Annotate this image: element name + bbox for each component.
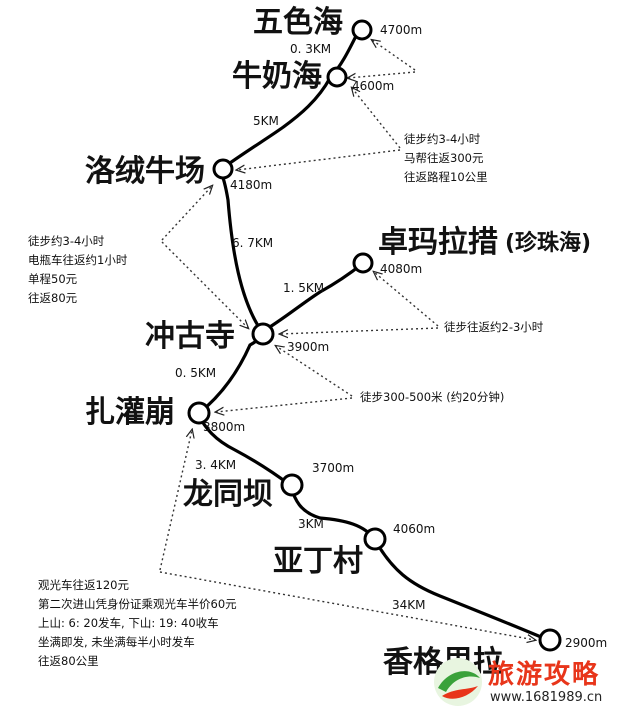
note-zhuoma: 徒步往返约2-3小时 [444,318,543,337]
arrow-walk-to-chonggu [276,346,353,397]
note-shuttle: 观光车往返120元 第二次进山凭身份证乘观光车半价60元 上山: 6: 20发车… [38,576,237,671]
distance-zhaguan-longtong: 3. 4KM [195,458,237,472]
note-ebus-line: 往返80元 [28,291,78,305]
arrow-shuttle-right [159,571,535,640]
arrow-zhuoma-up [374,272,439,327]
arrow-niunai-wuse-1 [372,40,416,71]
place-zhuoma-alias: (珍珠海) [505,231,592,256]
place-longtong: 龙同坝 [183,477,273,512]
distance-wuse-niunai: 0. 3KM [290,42,332,56]
distance-niunai-luorong: 5KM [253,114,279,128]
place-zhuoma: 卓玛拉措 [378,225,498,260]
watermark-title: 旅游攻略 [488,660,601,690]
arrow-niunai-wuse-2 [348,71,416,78]
note-shuttle-line: 观光车往返120元 [38,578,129,592]
note-walk: 徒步300-500米 (约20分钟) [360,388,504,407]
note-shuttle-line: 坐满即发, 未坐满每半小时发车 [38,635,195,649]
station-luorong [212,158,234,180]
place-niunaihai: 牛奶海 [232,59,322,94]
altitude-zhaguan: 3800m [203,420,246,434]
place-zhaguan: 扎灌崩 [85,395,175,430]
station-xianggelila [538,628,562,652]
arrow-guides [159,40,535,640]
distance-yading-xianggelila: 34KM [392,598,426,612]
station-zhuoma [352,252,374,274]
note-walk-line: 徒步300-500米 (约20分钟) [360,390,505,404]
altitude-luorong: 4180m [230,178,273,192]
note-zhuoma-line: 徒步往返约2-3小时 [444,320,544,334]
altitude-longtong: 3700m [312,461,355,475]
station-longtong [280,473,304,497]
station-niunaihai [326,66,348,88]
note-shuttle-line: 往返80公里 [38,654,99,668]
place-luorong: 洛绒牛场 [85,154,205,189]
note-horse: 徒步约3-4小时 马帮往返300元 往返路程10公里 [404,130,488,187]
arrow-horse-to-luorong [237,149,401,170]
arrow-ebus-from-luorong [161,186,212,241]
arrow-horse-to-niunai [352,88,401,149]
place-chonggu: 冲古寺 [145,319,235,354]
altitude-yading: 4060m [393,522,436,536]
note-shuttle-line: 上山: 6: 20发车, 下山: 19: 40收车 [38,616,219,630]
branch-route-path [260,262,364,334]
station-zhaguan [187,401,211,425]
distance-chonggu-zhaguan: 0. 5KM [175,366,217,380]
distance-longtong-yading: 3KM [298,517,324,531]
altitude-wusehai: 4700m [380,23,423,37]
stations [187,19,562,652]
arrow-zhuoma-down [280,327,439,334]
note-horse-line: 徒步约3-4小时 [404,132,481,146]
place-yading: 亚丁村 [273,544,363,579]
watermark-url: www.1681989.cn [490,690,603,705]
place-wusehai: 五色海 [253,5,343,40]
note-shuttle-line: 第二次进山凭身份证乘观光车半价60元 [38,597,237,611]
altitude-niunaihai: 4600m [352,79,395,93]
station-chonggu [251,322,275,346]
note-ebus: 徒步约3-4小时 电瓶车往返约1小时 单程50元 往返80元 [28,232,127,308]
altitude-zhuoma: 4080m [380,262,423,276]
note-horse-line: 马帮往返300元 [404,151,484,165]
arrow-ebus-to-chonggu [161,241,248,328]
altitude-chonggu: 3900m [287,340,330,354]
arrow-shuttle-up [159,430,192,571]
distance-chonggu-zhuoma: 1. 5KM [283,281,325,295]
distance-luorong-chonggu: 6. 7KM [232,236,274,250]
note-ebus-line: 徒步约3-4小时 [28,234,105,248]
arrow-walk-to-zhaguan [216,397,353,412]
note-ebus-line: 电瓶车往返约1小时 [28,253,128,267]
altitude-xianggelila: 2900m [565,636,608,650]
watermark: 旅游攻略 www.1681989.cn [428,648,623,714]
watermark-logo-icon [434,658,482,706]
station-wusehai [351,19,373,41]
note-ebus-line: 单程50元 [28,272,78,286]
note-horse-line: 往返路程10公里 [404,170,488,184]
station-yading [363,527,387,551]
